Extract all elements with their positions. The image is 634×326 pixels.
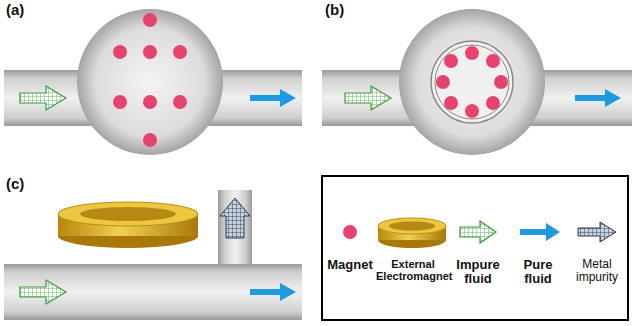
pipe (4, 264, 302, 320)
pure-arrow (250, 89, 296, 107)
impure-arrow (345, 86, 391, 110)
branch-pipe (218, 190, 252, 270)
panel-label: (b) (325, 2, 365, 19)
chamber (399, 9, 545, 155)
impurity-swatch (578, 222, 616, 242)
inner-ring (435, 45, 509, 119)
panel-a (4, 9, 302, 155)
legend-text: Metal impurity (568, 258, 626, 284)
legend-box (322, 176, 628, 320)
legend-text: Pure fluid (510, 258, 566, 287)
panel-b (322, 9, 632, 155)
electromagnet-hole (80, 207, 176, 221)
impure-swatch (460, 221, 496, 243)
legend-text: Magnet (323, 258, 377, 272)
pure-arrow (575, 89, 621, 107)
legend-text: External Electromagnet (376, 258, 450, 282)
pure-swatch (520, 223, 560, 241)
panel-label: (c) (6, 176, 46, 193)
inner-ring (431, 41, 513, 123)
panel-label: (a) (6, 2, 46, 19)
impure-arrow (20, 280, 66, 304)
magnets (436, 46, 508, 118)
electromagnet-swatch (378, 218, 446, 248)
chamber (77, 9, 223, 155)
electromagnet (58, 202, 198, 226)
pure-arrow (250, 283, 296, 301)
panel-c (4, 190, 302, 320)
legend (322, 176, 628, 320)
legend-text: Impure fluid (449, 258, 507, 287)
impurity-arrow (220, 198, 250, 238)
magnets (113, 13, 187, 147)
magnet-swatch (343, 225, 357, 239)
impure-arrow (20, 86, 66, 110)
